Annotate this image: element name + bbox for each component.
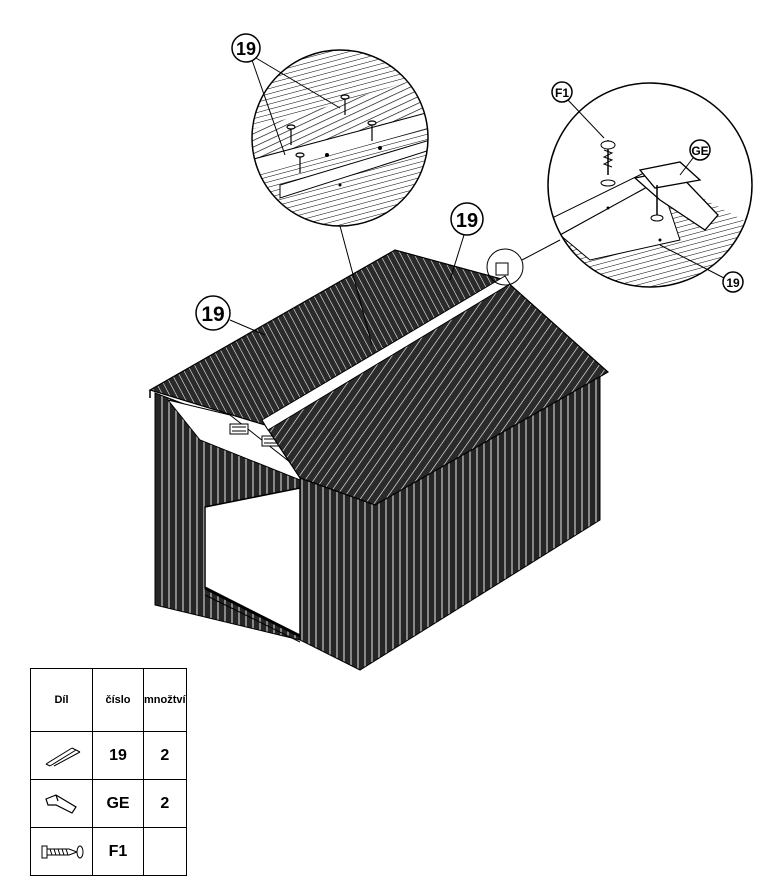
- header-part: Díl: [30, 668, 93, 732]
- vent-left: [229, 423, 249, 435]
- bracket-icon: [30, 779, 93, 828]
- row-number: GE: [92, 779, 144, 828]
- callout-bracket: GE: [691, 144, 708, 158]
- callout-roof-left: 19: [201, 303, 224, 326]
- row-quantity: [143, 827, 187, 876]
- ridge-detail-zoom: F1 GE 19: [486, 81, 753, 293]
- callout-roof-right: 19: [456, 210, 478, 232]
- row-number: F1: [92, 827, 144, 876]
- table-row: GE 2: [30, 779, 187, 828]
- parts-table: Díl číslo množtví 19 2 GE 2: [30, 668, 187, 876]
- shed-body: [154, 374, 601, 671]
- row-quantity: 2: [143, 731, 187, 780]
- parts-table-header: Díl číslo množtví: [30, 668, 187, 732]
- row-number: 19: [92, 731, 144, 780]
- roof-detail-zoom: 19: [231, 33, 429, 346]
- shed-roof: [148, 249, 610, 506]
- header-quantity: množtví: [143, 668, 187, 732]
- header-number: číslo: [92, 668, 144, 732]
- callout-screw: F1: [555, 86, 569, 100]
- roof-panel-icon: [30, 731, 93, 780]
- table-row: 19 2: [30, 731, 187, 780]
- table-row: F1: [30, 827, 187, 876]
- callout-roof-zoom: 19: [236, 39, 256, 59]
- screw-icon: [30, 827, 93, 876]
- row-quantity: 2: [143, 779, 187, 828]
- callout-ridge-zoom: 19: [726, 276, 740, 290]
